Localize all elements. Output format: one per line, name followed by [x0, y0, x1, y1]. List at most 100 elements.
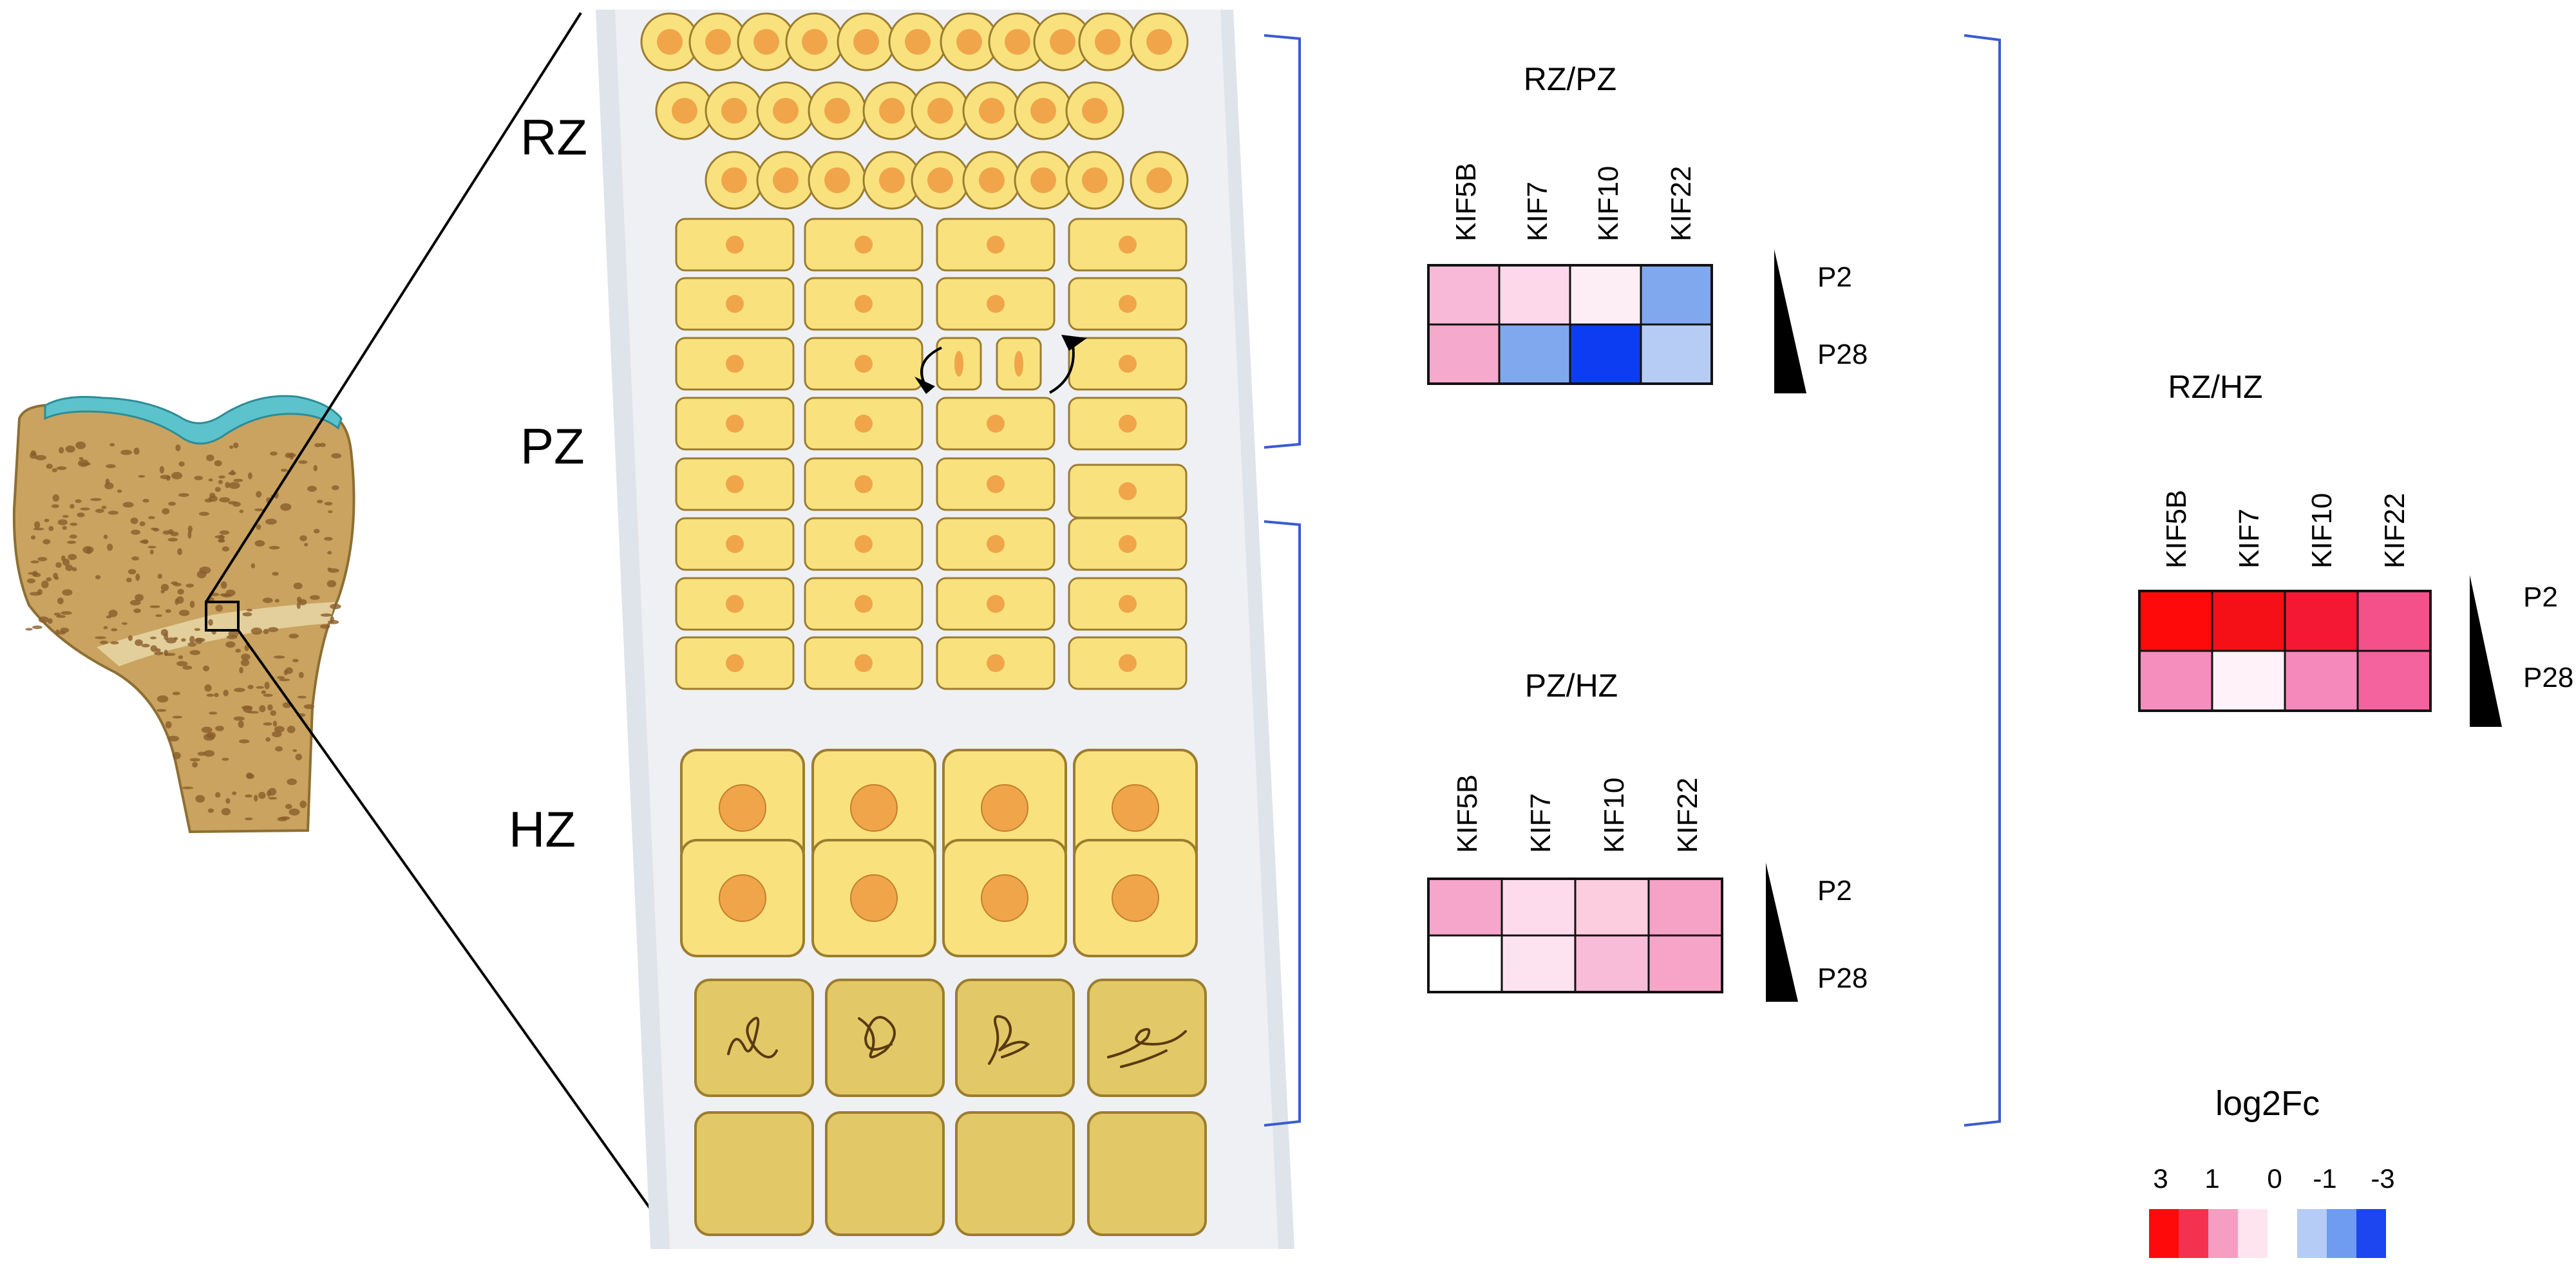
cell-nucleus	[987, 236, 1005, 254]
trabecula	[244, 644, 249, 652]
cell-nucleus	[726, 535, 744, 553]
cell-nucleus	[672, 98, 697, 124]
cell-nucleus	[726, 236, 744, 254]
trabecula	[38, 616, 49, 623]
trabecula	[182, 665, 193, 670]
trabecula	[168, 502, 176, 506]
trabecula	[265, 518, 277, 525]
trabecula	[165, 721, 172, 729]
cell-nucleus	[979, 98, 1005, 124]
trabecula	[234, 688, 245, 692]
gene-label: KIF10	[2306, 493, 2338, 568]
trabecula	[178, 461, 185, 467]
apoptotic-debris	[1107, 1028, 1187, 1068]
cell-nucleus	[773, 98, 799, 124]
age-gradient-wedge	[1774, 249, 1806, 393]
trabecula	[128, 568, 137, 575]
trabecula	[142, 539, 149, 545]
trabecula	[172, 715, 183, 718]
trabecula	[267, 627, 279, 632]
zone-label-pz: PZ	[520, 418, 585, 474]
trabecula	[275, 746, 283, 752]
trabecula	[313, 465, 317, 472]
trabecula	[101, 505, 107, 509]
cell-nucleus	[1030, 167, 1056, 193]
trabecula	[189, 650, 201, 655]
trabecula	[215, 605, 223, 612]
cell-nucleus	[1146, 167, 1172, 193]
trabecula	[285, 803, 292, 809]
trabecula	[214, 693, 219, 697]
trabecula	[122, 502, 134, 508]
trabecula	[229, 482, 240, 489]
trabecula	[105, 478, 110, 485]
trabecula	[189, 758, 200, 762]
trabecula	[138, 474, 146, 478]
cell-nucleus	[753, 29, 779, 55]
cell-nucleus	[726, 595, 744, 613]
gene-label: KIF7	[1522, 182, 1553, 241]
trabecula	[215, 726, 224, 731]
trabecula	[267, 704, 273, 711]
heatmap-cell	[1569, 264, 1642, 326]
trabecula	[95, 575, 101, 579]
trabecula	[254, 540, 265, 547]
trabecula	[135, 573, 140, 581]
trabecula	[280, 469, 288, 472]
trabecula	[135, 639, 143, 646]
cell-nucleus	[721, 167, 747, 193]
gene-label: KIF5B	[1452, 774, 1483, 853]
trabecula	[323, 537, 333, 541]
empty-lacuna	[955, 1111, 1075, 1236]
trabecula	[196, 570, 207, 579]
trabecula	[208, 619, 213, 626]
trabecula	[135, 594, 144, 601]
heatmap-cell	[1498, 323, 1571, 385]
cell-nucleus	[1030, 98, 1056, 124]
trabecula	[177, 548, 182, 556]
trabecula	[313, 529, 320, 534]
trabecula	[41, 580, 49, 588]
trabecula	[153, 528, 160, 532]
trabecula	[155, 614, 162, 617]
trabecula	[251, 627, 263, 635]
trabecula	[248, 472, 252, 480]
cell-nucleus	[855, 236, 873, 254]
trabecula	[297, 695, 307, 699]
trabecula	[131, 529, 141, 535]
trabecula	[225, 482, 230, 489]
zoom-box	[205, 601, 240, 632]
trabecula	[100, 641, 108, 644]
trabecula	[273, 655, 285, 659]
heatmap-cell	[1427, 323, 1501, 385]
cell-nucleus	[879, 167, 905, 193]
gene-label: KIF7	[2233, 509, 2265, 568]
heatmap-cell	[1574, 934, 1650, 993]
trabecula	[126, 577, 132, 583]
heatmap-cell	[2211, 590, 2286, 652]
cell-nucleus	[726, 355, 744, 373]
heatmap-cell	[1427, 934, 1503, 993]
cell-nucleus	[1119, 482, 1137, 500]
trabecula	[162, 508, 170, 515]
trabecula	[221, 808, 231, 816]
cell-nucleus	[773, 167, 799, 193]
heatmap-cell	[2284, 650, 2359, 712]
trabecula	[263, 722, 272, 726]
trabecula	[156, 709, 167, 712]
age-gradient-wedge	[2470, 575, 2502, 727]
trabecula	[258, 792, 266, 799]
trabecula	[167, 538, 178, 542]
trabecula	[204, 750, 215, 757]
cell-nucleus	[987, 595, 1005, 613]
trabecula	[274, 599, 279, 603]
trabecula	[149, 549, 154, 555]
trabecula	[208, 478, 213, 482]
trabecula	[195, 794, 205, 803]
trabecula	[194, 628, 201, 631]
trabecula	[287, 778, 298, 785]
cell-nucleus	[1082, 98, 1108, 124]
trabecula	[30, 452, 37, 459]
